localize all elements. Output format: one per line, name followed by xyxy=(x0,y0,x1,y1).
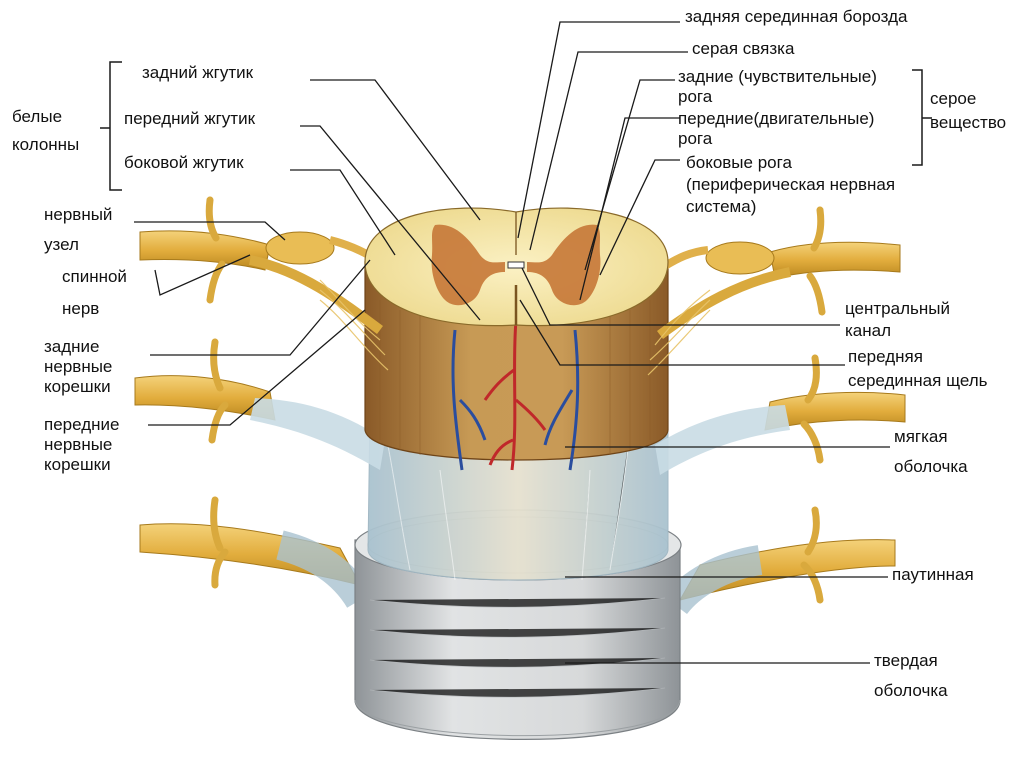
middle-right-nerve xyxy=(655,354,906,475)
lower-right-nerve xyxy=(663,506,896,615)
label-central-canal: центральный канал xyxy=(845,299,955,340)
label-posterior-horns: задние (чувствительные) рога xyxy=(678,67,882,106)
lower-left-nerve xyxy=(139,496,373,609)
leader-lines xyxy=(134,21,890,664)
label-pia-mater: мягкая оболочка xyxy=(894,427,968,476)
cross-section xyxy=(364,207,669,327)
label-posterior-funiculus: задний жгутик xyxy=(142,63,254,82)
central-canal-shape xyxy=(507,261,525,269)
label-posterior-median-sulcus: задняя серединная борозда xyxy=(685,7,908,26)
veins xyxy=(451,329,580,471)
label-spinal-nerve: спинной нерв xyxy=(62,267,132,318)
right-ganglion xyxy=(705,241,775,275)
label-lateral-funiculus: боковой жгутик xyxy=(124,153,244,172)
left-ganglion xyxy=(265,231,335,265)
label-anterior-horns: передние(двигательные) рога xyxy=(678,109,879,148)
label-dura-mater: твердая оболочка xyxy=(874,651,948,700)
label-gray-matter: серое вещество xyxy=(930,89,1006,132)
label-arachnoid: паутинная xyxy=(892,565,974,584)
gray-matter xyxy=(431,224,601,306)
label-nerve-ganglion: нервный узел xyxy=(44,205,117,254)
label-anterior-median-fissure: передняя серединная щель xyxy=(848,347,988,390)
label-white-columns: белые колонны xyxy=(12,107,79,154)
label-lateral-horns: боковые рога (периферическая нервная сис… xyxy=(686,153,900,216)
white-columns-brace xyxy=(100,61,122,191)
arteries xyxy=(483,319,547,471)
label-gray-commissure: серая связка xyxy=(692,39,795,58)
upper-left-nerve xyxy=(139,196,389,371)
label-anterior-funiculus: передний жгутик xyxy=(124,109,256,128)
middle-left-nerve xyxy=(134,338,385,470)
label-anterior-roots: передние нервные корешки xyxy=(44,415,124,474)
gray-matter-brace xyxy=(912,69,932,166)
label-posterior-roots: задние нервные корешки xyxy=(44,337,117,396)
